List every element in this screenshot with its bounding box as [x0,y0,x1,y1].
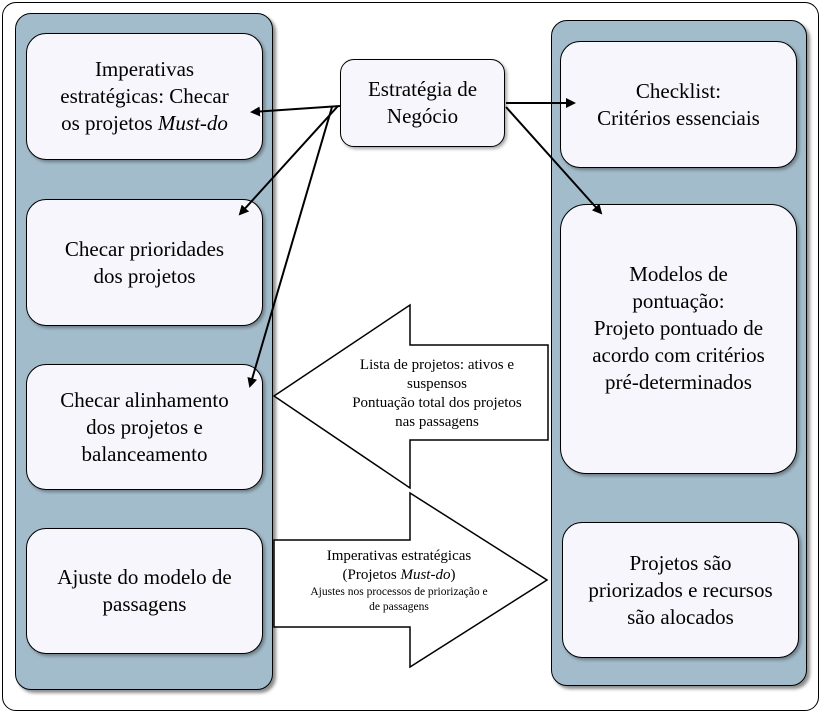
right-box-line: pré-determinados [605,370,752,394]
right-arrow-line: Ajustes nos processos de priorização e [310,586,488,598]
right-arrow-line: Imperativas estratégicas [326,548,472,564]
right-arrow-text: Imperativas estratégicas (Projetos Must-… [278,547,520,615]
left-arrow-text: Lista de projetos: ativos e suspensos Po… [326,356,548,432]
left-box-line: Ajuste do modelo de [57,565,232,589]
right-arrow-line: (Projetos Must-do) [278,566,520,585]
right-box-line: Modelos de [629,262,728,286]
left-box-line: Checar prioridades [64,236,225,261]
left-arrow-line: Lista de projetos: ativos e [359,357,515,373]
center-line: Negócio [386,104,459,128]
arrow-to-modelos [505,106,603,215]
right-box-line: Critérios essenciais [597,105,760,130]
left-box-line: passagens [102,592,187,616]
left-box-imperativas: Imperativas estratégicas: Checar os proj… [26,33,263,160]
must-do-italic: Must-do [157,111,228,135]
left-arrow-line: Pontuação total dos projetos [352,395,522,411]
left-box-prioridades: Checar prioridades dos projetos [26,199,263,326]
estrategia-negocio-box: Estratégia de Negócio [340,59,505,147]
left-box-ajuste: Ajuste do modelo de passagens [26,528,263,654]
right-arrow-line-suffix: ) [450,567,456,583]
right-box-line: Checklist: [635,78,722,103]
right-box-priorizados: Projetos são priorizados e recursos são … [562,522,799,658]
right-box-modelos: Modelos de pontuação: Projeto pontuado d… [560,204,797,474]
right-box-line: acordo com critérios [592,343,765,367]
right-arrow-line: de passagens [369,601,429,613]
right-box-line: pontuação: [632,289,725,313]
arrow-to-imperativas [250,105,341,117]
left-arrow-line: nas passagens [395,414,479,430]
arrow-to-prioridades [238,105,339,216]
left-box-line: Checar alinhamento [60,387,229,412]
left-box-line: os projetos [61,111,158,135]
left-arrow-line: suspensos [406,376,467,392]
left-box-alinhamento: Checar alinhamento dos projetos e balanc… [26,364,263,490]
left-box-line: balanceamento [81,441,208,466]
left-box-line: dos projetos e [86,414,203,439]
right-arrow-line-prefix: (Projetos [342,567,401,583]
left-box-line: Imperativas [94,57,195,81]
must-do-italic: Must-do [400,567,451,583]
right-box-line: priorizados e recursos [588,577,773,602]
center-line: Estratégia de [367,77,478,101]
right-box-line: Projeto pontuado de [593,316,764,340]
left-block-arrow [272,303,549,490]
right-box-line: Projetos são [629,550,732,575]
right-block-arrow [273,491,549,669]
left-box-line: estratégicas: Checar [60,84,229,108]
left-box-line: dos projetos [93,263,196,288]
right-box-checklist: Checklist: Critérios essenciais [560,41,797,168]
arrow-to-alinhamento [247,106,333,388]
right-box-line: são alocados [627,604,734,629]
